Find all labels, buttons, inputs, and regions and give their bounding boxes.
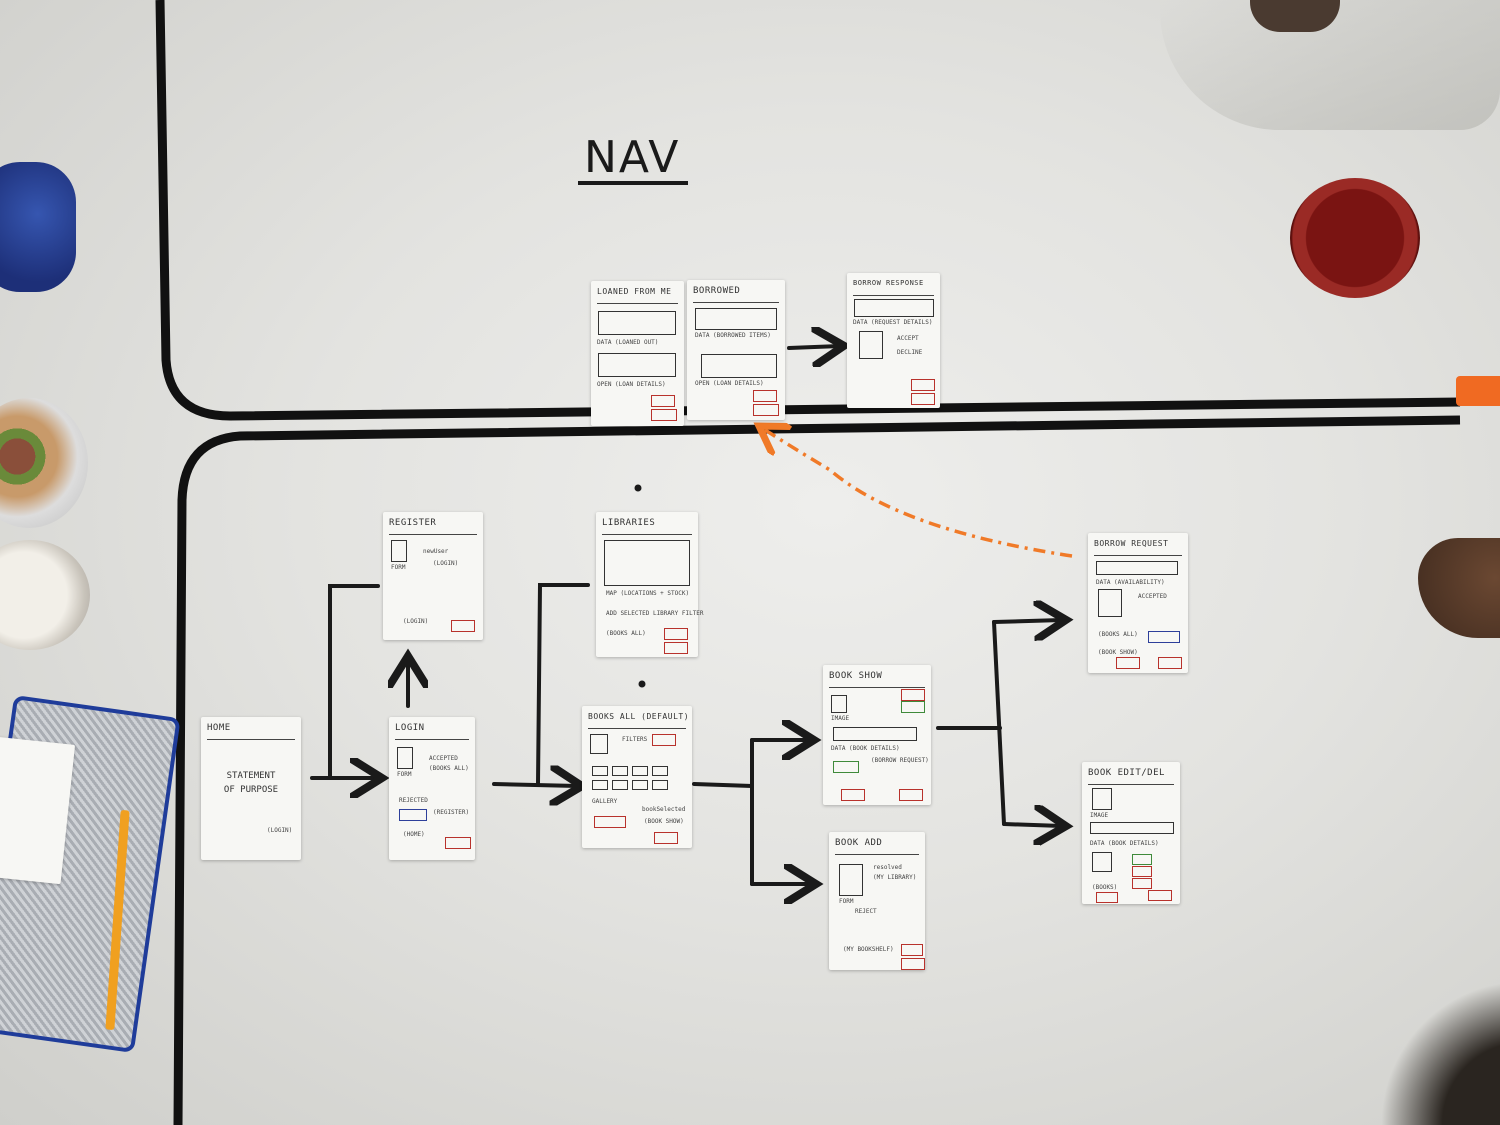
- card-title: LOANED FROM ME: [597, 287, 672, 296]
- shadow-corner: [1380, 980, 1500, 1125]
- nav-heading-underline: [578, 181, 688, 185]
- nav-heading: NAV: [584, 132, 681, 183]
- card-book-edit-del: BOOK EDIT/DEL IMAGE DATA (BOOK DETAILS) …: [1082, 762, 1180, 904]
- card-book-show: BOOK SHOW IMAGE DATA (BOOK DETAILS) (BOR…: [823, 665, 931, 805]
- card-borrowed: BORROWED DATA (BORROWED ITEMS) OPEN (LOA…: [687, 280, 785, 420]
- orange-marker-cap: [1456, 376, 1500, 406]
- card-title: LIBRARIES: [602, 518, 656, 528]
- card-title: LOGIN: [395, 723, 425, 733]
- card-book-add: BOOK ADD FORM resolved (MY LIBRARY) REJE…: [829, 832, 925, 970]
- card-title: REGISTER: [389, 518, 437, 528]
- red-lid: [1290, 178, 1420, 298]
- card-books-all: BOOKS ALL (DEFAULT) FILTERS GALLERY book…: [582, 706, 692, 848]
- card-title: BORROWED: [693, 286, 741, 296]
- card-title: HOME: [207, 723, 231, 733]
- home-statement: STATEMENT OF PURPOSE: [223, 771, 279, 795]
- card-title: BOOK SHOW: [829, 671, 883, 681]
- card-title: BORROW REQUEST: [1094, 539, 1169, 548]
- blue-bottle: [0, 162, 76, 292]
- card-login: LOGIN FORM ACCEPTED (BOOKS ALL) REJECTED…: [389, 717, 475, 860]
- card-loaned-from-me: LOANED FROM ME DATA (LOANED OUT) OPEN (L…: [591, 281, 684, 426]
- card-title: BOOKS ALL (DEFAULT): [588, 712, 690, 721]
- card-register: REGISTER FORM newUser (LOGIN) (LOGIN): [383, 512, 483, 640]
- card-title: BOOK ADD: [835, 838, 883, 848]
- card-libraries: LIBRARIES MAP (LOCATIONS + STOCK) ADD SE…: [596, 512, 704, 657]
- card-title: BORROW RESPONSE: [853, 279, 924, 287]
- card-title: BOOK EDIT/DEL: [1088, 768, 1165, 778]
- card-borrow-request: BORROW REQUEST DATA (AVAILABILITY) ACCEP…: [1088, 533, 1188, 673]
- dark-object: [1250, 0, 1340, 32]
- card-home: HOME STATEMENT OF PURPOSE (LOGIN): [201, 717, 301, 860]
- card-borrow-response: BORROW RESPONSE DATA (REQUEST DETAILS) A…: [847, 273, 940, 408]
